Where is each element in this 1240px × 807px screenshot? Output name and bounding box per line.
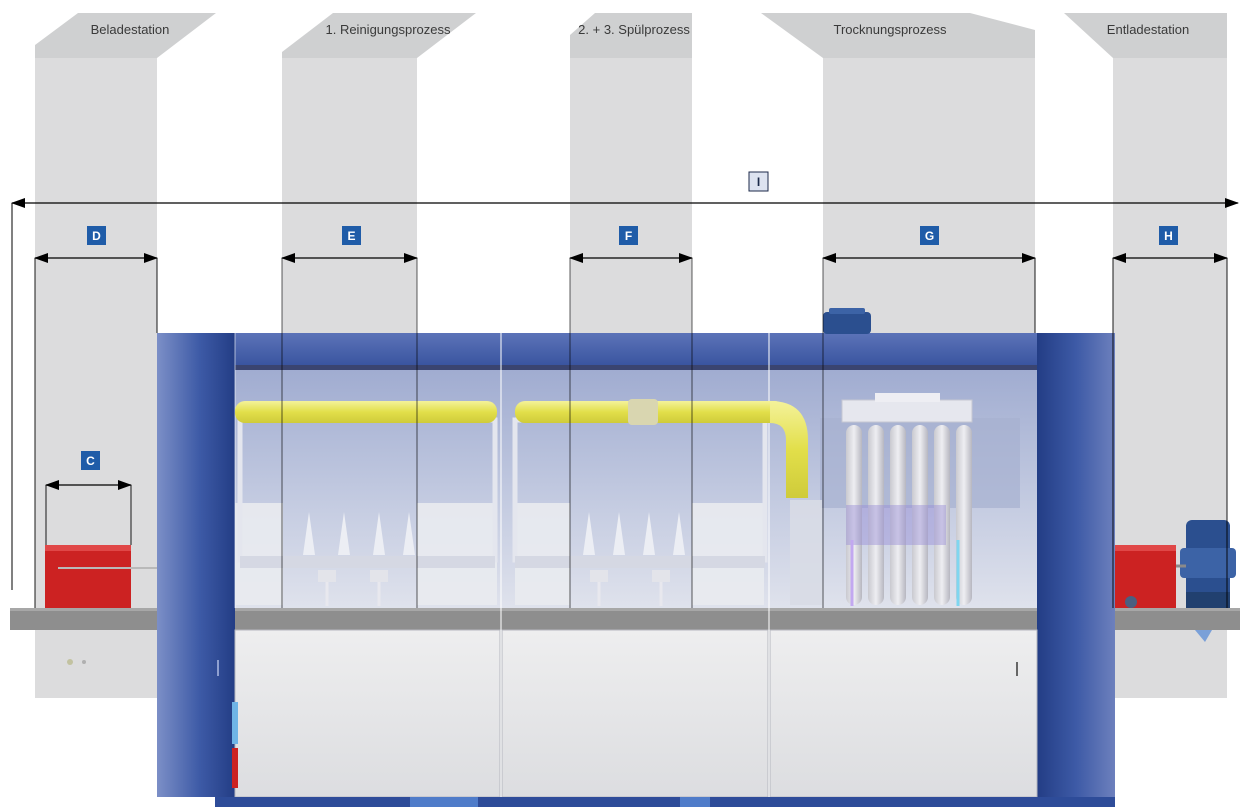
header-cleaning: 1. Reinigungsprozess — [325, 22, 451, 37]
pipe-joint — [628, 399, 658, 425]
nozzle-e1 — [303, 512, 315, 555]
floor-rail — [10, 608, 1240, 630]
badge-f: F — [619, 226, 638, 245]
badge-g: G — [920, 226, 939, 245]
red-unit-loading-top — [45, 545, 131, 551]
yellow-pipe — [235, 399, 808, 498]
column-cleaning — [282, 58, 417, 333]
interior-top-edge — [235, 365, 1037, 370]
header-band-drying — [761, 13, 1035, 58]
dimension-badges: I D E F G H C — [81, 171, 1178, 470]
header-band-cleaning — [282, 13, 476, 58]
nozzle-e3 — [373, 512, 385, 555]
housing-top-band — [235, 333, 1037, 365]
badge-h: H — [1159, 226, 1178, 245]
badge-e: E — [342, 226, 361, 245]
housing-bottom-strip — [215, 797, 1115, 807]
left-panel-light-accent — [232, 702, 238, 744]
badge-f-label: F — [625, 229, 632, 243]
badge-h-label: H — [1164, 229, 1173, 243]
red-unit-unloading-top — [1113, 545, 1176, 551]
nozzle-f4 — [673, 512, 685, 555]
housing-right-panel — [1037, 333, 1115, 797]
dimension-total — [11, 198, 1239, 590]
drying-purple-glow-1 — [846, 505, 946, 545]
drying-nozzle-3 — [890, 425, 906, 605]
badge-d-label: D — [92, 229, 101, 243]
cleaning-tank-right — [417, 503, 497, 605]
pipe-segment-1 — [235, 401, 497, 423]
badge-e-label: E — [347, 229, 355, 243]
red-unit-unloading — [1113, 545, 1176, 608]
red-unit-wheel — [1125, 596, 1137, 608]
drive-motor-flange — [1180, 548, 1236, 578]
column-rinsing — [570, 58, 692, 333]
drying-nozzle-4 — [912, 425, 928, 605]
drive-drip — [1195, 630, 1212, 642]
cleaning-tank-left — [235, 503, 283, 605]
rinsing-tank-right — [692, 503, 764, 605]
drive-motor-base — [1186, 592, 1230, 608]
drying-nozzle-5 — [934, 425, 950, 605]
drying-nozzle-6 — [956, 425, 972, 605]
header-drying: Trocknungsprozess — [834, 22, 947, 37]
nozzle-f2 — [613, 512, 625, 555]
drying-nozzles — [846, 425, 972, 605]
header-band-loading — [35, 13, 216, 58]
top-fan-unit — [823, 312, 871, 334]
unloading-drive — [1113, 520, 1236, 642]
column-drying — [823, 58, 1035, 333]
fixture-f2 — [652, 570, 670, 582]
badge-d: D — [87, 226, 106, 245]
left-panel-red-accent — [232, 748, 238, 788]
loading-conveyor — [45, 545, 160, 665]
nozzle-f3 — [643, 512, 655, 555]
cleaning-chamber — [235, 417, 498, 606]
nozzle-f1 — [583, 512, 595, 555]
fixture-f1 — [590, 570, 608, 582]
header-labels: Beladestation 1. Reinigungsprozess 2. + … — [91, 22, 1190, 37]
rinsing-chamber — [512, 417, 768, 606]
drying-chamber — [790, 393, 1020, 606]
nozzle-e4 — [403, 512, 415, 555]
bottom-strip-accent-2 — [680, 797, 710, 807]
rinsing-tank-left — [515, 503, 570, 605]
badge-i: I — [748, 171, 769, 192]
cabinet-2 — [501, 629, 769, 798]
header-loading: Beladestation — [91, 22, 170, 37]
cleaning-shelf — [240, 556, 495, 568]
dimension-arrows — [34, 253, 1228, 608]
badge-c: C — [81, 451, 100, 470]
header-unloading: Entladestation — [1107, 22, 1189, 37]
floor-rail-highlight — [10, 608, 1240, 611]
base-bolt-right — [82, 660, 86, 664]
header-band-unloading — [1064, 13, 1227, 58]
cabinet-1 — [234, 629, 501, 798]
badge-i-label: I — [757, 175, 760, 189]
fixture-e1 — [318, 570, 336, 582]
header-bands — [35, 13, 1227, 58]
pipe-elbow — [770, 401, 808, 498]
top-fan-unit-cap — [829, 308, 865, 314]
base-bolt-left — [67, 659, 73, 665]
drying-nozzle-2 — [868, 425, 884, 605]
drying-manifold — [841, 399, 973, 423]
drying-left-pillar — [790, 500, 822, 605]
rinsing-shelf — [515, 556, 765, 568]
bottom-strip-accent-1 — [410, 797, 478, 807]
badge-g-label: G — [925, 229, 934, 243]
header-rinsing: 2. + 3. Spülprozess — [578, 22, 690, 37]
fixture-e2 — [370, 570, 388, 582]
cabinet-3 — [769, 629, 1038, 798]
nozzle-e2 — [338, 512, 350, 555]
drying-nozzle-1 — [846, 425, 862, 605]
housing-left-panel — [157, 333, 235, 797]
drying-manifold-top — [875, 393, 940, 402]
badge-c-label: C — [86, 454, 95, 468]
header-band-rinsing — [570, 13, 692, 58]
red-unit-loading — [45, 545, 131, 608]
